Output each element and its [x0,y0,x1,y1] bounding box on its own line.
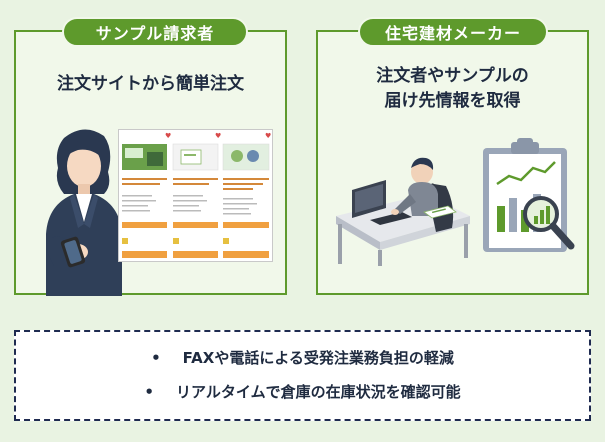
product-card-1[interactable]: ♥ [122,132,171,258]
building-material-maker-panel: 注文者やサンプルの 届け先情報を取得 [316,30,589,295]
sample-requester-label: サンプル請求者 [62,17,248,47]
right-panel-heading-line-2: 届け先情報を取得 [384,91,521,111]
svg-text:♥: ♥ [265,132,271,140]
right-panel-heading: 注文者やサンプルの 届け先情報を取得 [318,64,587,114]
right-panel-heading-line-1: 注文者やサンプルの [376,66,529,86]
benefit-item-1: • FAXや電話による受発注業務負担の軽減 [16,347,589,368]
svg-text:♥: ♥ [215,132,221,140]
product-card-3[interactable]: ♥ [222,132,271,258]
clipboard-report-illustration [483,138,575,252]
benefits-box: • FAXや電話による受発注業務負担の軽減 • リアルタイムで倉庫の在庫状況を確認可… [14,330,591,421]
bullet-icon: • [144,383,155,401]
office-worker-at-desk-illustration [336,157,470,266]
benefit-item-2: • リアルタイムで倉庫の在庫状況を確認可能 [16,381,589,402]
benefit-text-1: FAXや電話による受発注業務負担の軽減 [182,349,454,367]
svg-text:♥: ♥ [165,132,171,140]
order-site-screenshot: ♥ ♥ [118,129,273,262]
product-card-2[interactable]: ♥ [172,132,221,258]
bullet-icon: • [151,349,161,367]
person-with-phone-illustration [46,129,122,296]
building-material-maker-label: 住宅建材メーカー [358,17,548,47]
sample-requester-panel: 注文サイトから簡単注文 ♥ [14,30,287,296]
left-panel-heading: 注文サイトから簡単注文 [57,74,244,94]
product-cards-graphic: ♥ ♥ [122,132,271,258]
benefit-text-2: リアルタイムで倉庫の在庫状況を確認可能 [176,383,461,401]
